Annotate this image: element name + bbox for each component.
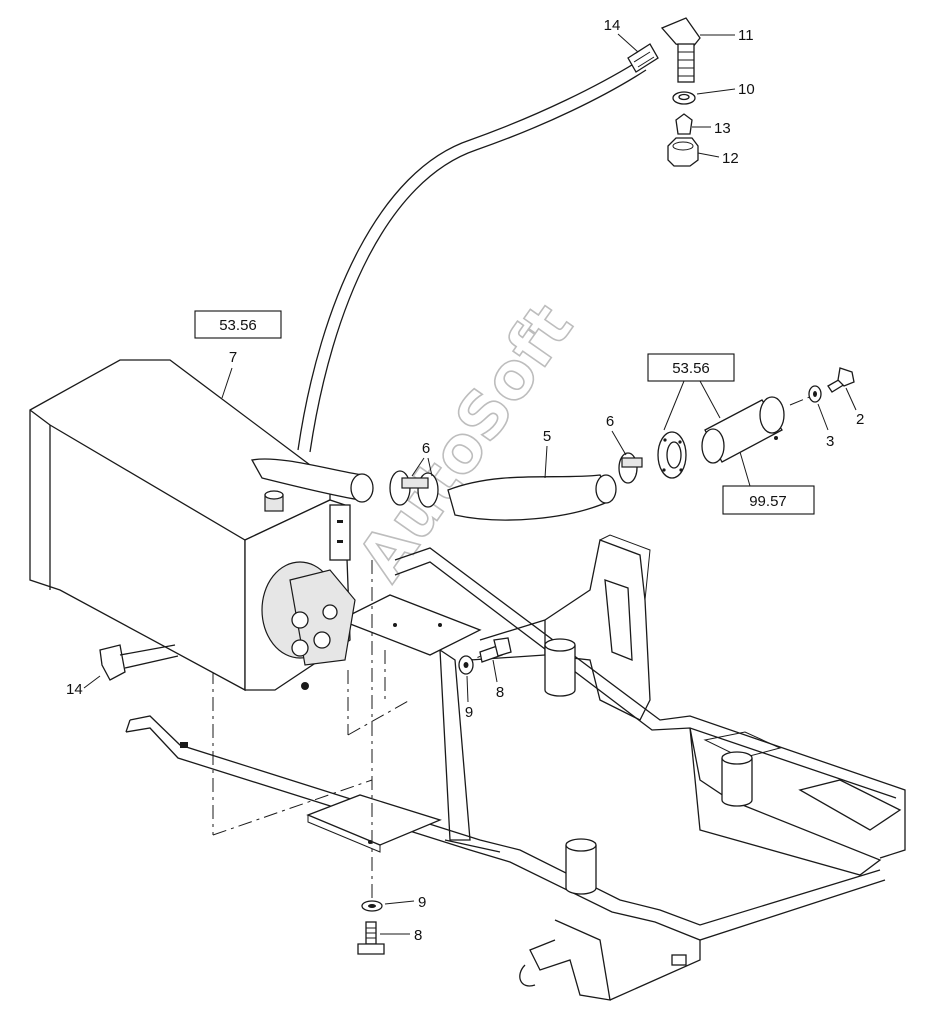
flange-gasket — [657, 431, 687, 479]
callout-9-bottom: 9 — [384, 894, 426, 911]
callout-2: 2 — [845, 387, 864, 428]
ref-flange-text: 53.56 — [672, 360, 710, 377]
callout-14-top-text: 14 — [604, 17, 621, 34]
bolt-8-bottom — [357, 921, 385, 955]
callout-6-right: 6 — [606, 413, 627, 456]
callout-11: 11 — [700, 27, 754, 44]
ref-box-tank: 53.56 — [194, 310, 282, 339]
elbow-fitting-11 — [660, 17, 701, 83]
callout-5: 5 — [543, 428, 551, 479]
support-plate-lower — [306, 794, 442, 846]
ref-box-flange: 53.56 — [647, 353, 735, 431]
callout-9-bottom-text: 9 — [418, 894, 426, 911]
pump-mounting-plate — [338, 594, 482, 656]
callout-14-bottom-text: 14 — [66, 681, 83, 698]
callout-2-text: 2 — [856, 411, 864, 428]
frame-chassis — [125, 534, 906, 1001]
hydraulic-tank — [29, 359, 374, 692]
callout-13: 13 — [692, 120, 731, 137]
callout-3-text: 3 — [826, 433, 834, 450]
suction-pipe — [701, 396, 785, 464]
callout-10-text: 10 — [738, 81, 755, 98]
nut-12 — [667, 137, 699, 167]
callout-3: 3 — [817, 403, 834, 450]
callout-7-text: 7 — [229, 349, 237, 366]
callout-9-mid-text: 9 — [465, 704, 473, 721]
washer-3 — [808, 385, 822, 403]
callout-6-left: 6 — [411, 440, 433, 477]
ref-pipe-text: 99.57 — [749, 493, 787, 510]
hose-14 — [297, 43, 659, 453]
bolt-2 — [827, 367, 855, 393]
callout-13-text: 13 — [714, 120, 731, 137]
washer-10 — [672, 91, 696, 105]
rail-slot-marker — [180, 742, 188, 748]
callout-8-mid-text: 8 — [496, 684, 504, 701]
hose-clamp-6-left — [389, 470, 439, 508]
callout-8-mid: 8 — [492, 659, 504, 701]
callout-8-bottom-text: 8 — [414, 927, 422, 944]
callout-12-text: 12 — [722, 150, 739, 167]
callout-9-mid: 9 — [465, 675, 473, 721]
rubber-mount-2 — [721, 751, 753, 807]
bolt-8-mid — [479, 637, 512, 663]
callout-11-text: 11 — [738, 27, 754, 44]
callout-6-right-text: 6 — [606, 413, 614, 430]
ref-box-pipe: 99.57 — [722, 451, 815, 515]
suction-hose-5 — [447, 474, 617, 521]
callout-12: 12 — [697, 150, 739, 167]
hose-clamp-6-right — [618, 452, 643, 484]
callout-8-bottom: 8 — [380, 927, 422, 944]
callout-6-left-text: 6 — [422, 440, 430, 457]
callout-7: 7 — [221, 349, 237, 399]
callout-5-text: 5 — [543, 428, 551, 445]
rear-tab — [671, 954, 687, 966]
callout-10: 10 — [696, 81, 755, 98]
rubber-mount-3 — [565, 838, 597, 895]
rubber-mount-1 — [544, 638, 576, 697]
washer-9-mid — [458, 655, 474, 675]
washer-9-bottom — [361, 900, 383, 912]
callout-14-bottom: 14 — [66, 675, 101, 698]
ferrule-13 — [675, 113, 693, 135]
ref-tank-text: 53.56 — [219, 317, 257, 334]
callout-14-top: 14 — [604, 17, 639, 53]
